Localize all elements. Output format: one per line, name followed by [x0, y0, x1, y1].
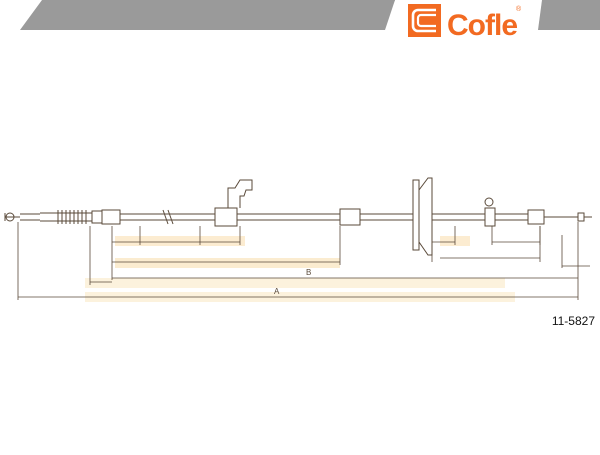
dimension-label-b: B — [306, 268, 311, 277]
dimension-lines — [17, 222, 590, 300]
dimension-shading — [85, 236, 515, 302]
spring-coils — [57, 210, 87, 224]
header-band-right — [538, 0, 600, 30]
part-number: 11-5827 — [551, 314, 595, 328]
cable-assembly — [4, 177, 592, 256]
brand-wordmark: Cofle — [447, 9, 517, 42]
cofle-logo-icon — [408, 4, 441, 37]
registered-mark: ® — [516, 5, 522, 13]
header-band-left-fill — [20, 0, 395, 30]
dimension-label-a: A — [274, 287, 280, 296]
